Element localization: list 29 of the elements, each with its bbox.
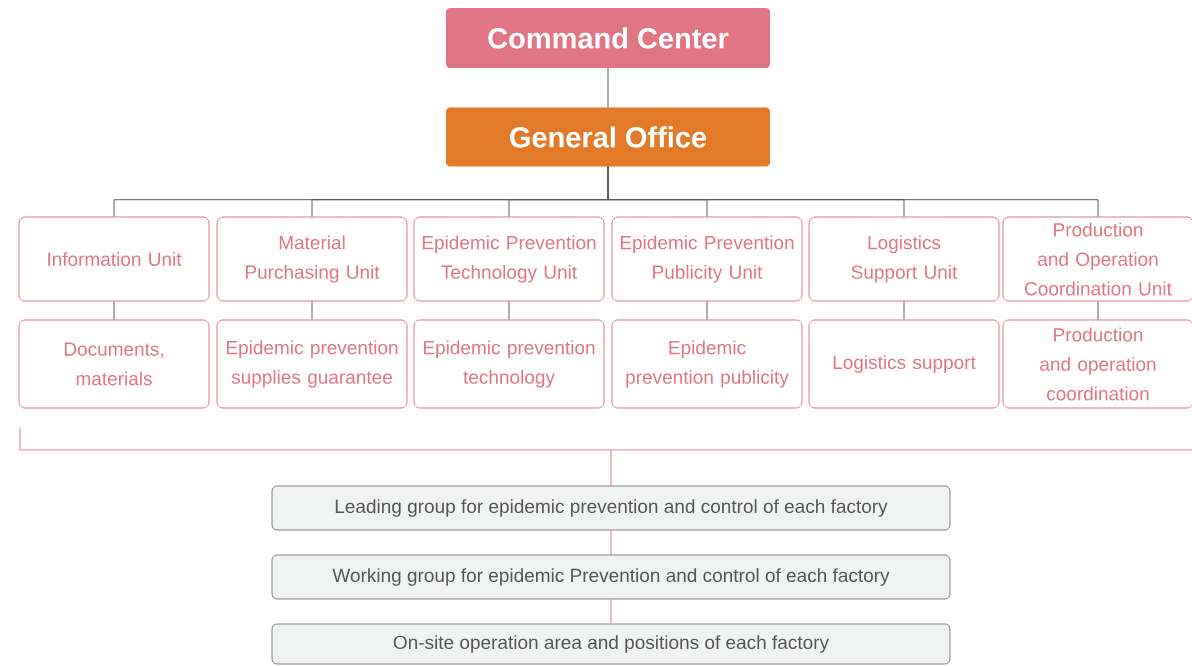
unit-box: Epidemic prevention supplies guarantee xyxy=(216,319,408,409)
title-box: Command Center xyxy=(446,8,770,68)
group-box: On-site operation area and positions of each factory xyxy=(271,623,951,665)
unit-box: Production and operation coordination xyxy=(1002,319,1192,409)
unit-box: Production and Operation Coordination Unit xyxy=(1002,216,1192,302)
unit-box: Epidemic prevention publicity xyxy=(611,319,803,409)
connector-line xyxy=(1097,301,1099,320)
unit-box: Epidemic Prevention Technology Unit xyxy=(413,216,605,302)
unit-box: Logistics Support Unit xyxy=(808,216,1000,302)
connector-line xyxy=(610,598,612,625)
connector-line xyxy=(607,67,609,108)
bracket xyxy=(19,427,1192,451)
unit-box: Information Unit xyxy=(18,216,210,302)
connector-line xyxy=(903,301,905,320)
unit-box: Material Purchasing Unit xyxy=(216,216,408,302)
connector-line xyxy=(706,301,708,320)
unit-box: Logistics support xyxy=(808,319,1000,409)
connector-line xyxy=(610,449,612,487)
unit-box: Documents, materials xyxy=(18,319,210,409)
connector-line xyxy=(311,301,313,320)
title-box: General Office xyxy=(446,107,770,167)
unit-box: Epidemic Prevention Publicity Unit xyxy=(611,216,803,302)
connector-line xyxy=(508,301,510,320)
connector-line xyxy=(610,529,612,556)
group-box: Leading group for epidemic prevention and control of each factory xyxy=(271,485,951,531)
unit-box: Epidemic prevention technology xyxy=(413,319,605,409)
group-box: Working group for epidemic Prevention and control of each factory xyxy=(271,554,951,600)
connector-line xyxy=(607,166,1099,217)
connector-line xyxy=(113,301,115,320)
